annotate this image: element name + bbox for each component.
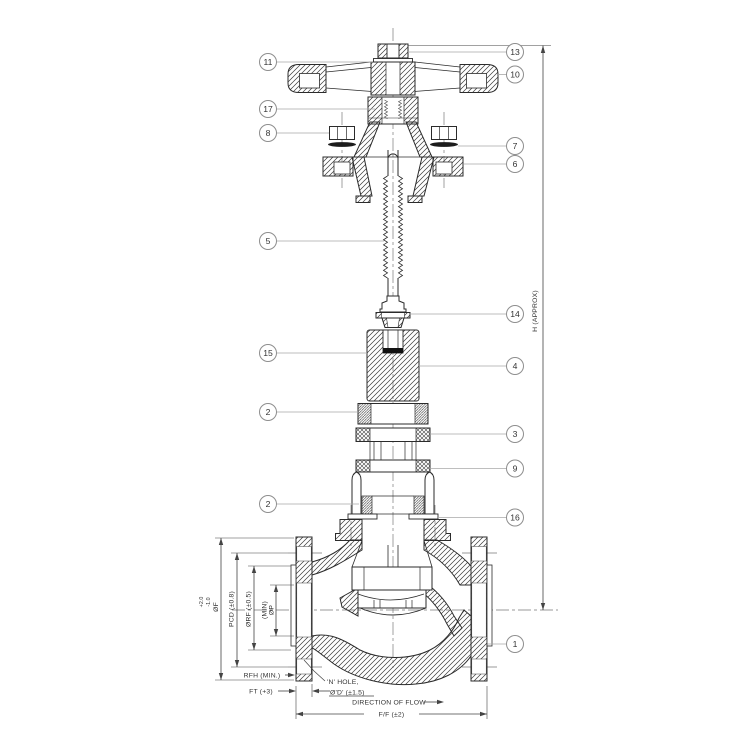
yoke-washer-left <box>328 142 356 147</box>
svg-text:7: 7 <box>513 141 518 151</box>
label-tol-minus: -1.0 <box>206 597 212 606</box>
svg-text:17: 17 <box>263 104 273 114</box>
svg-text:11: 11 <box>264 57 273 67</box>
flow-arrow <box>424 699 444 705</box>
callout-7: 7 <box>458 137 524 155</box>
svg-text:1: 1 <box>513 639 518 649</box>
yoke-nut-left <box>329 126 355 140</box>
label-dia-p: ØP <box>269 605 276 615</box>
yoke-bushing <box>367 96 419 125</box>
dim-dia-f <box>215 537 294 681</box>
label-dia-rf: ØRF (±0.5) <box>246 591 253 627</box>
callout-2-lower: 2 <box>259 495 359 513</box>
yoke-nut-right <box>431 126 457 140</box>
bonnet-block <box>366 329 420 402</box>
svg-text:15: 15 <box>263 348 273 358</box>
svg-text:2: 2 <box>266 499 271 509</box>
callout-8: 8 <box>259 124 329 142</box>
right-flange <box>470 536 493 682</box>
callout-9: 9 <box>430 459 524 478</box>
svg-text:9: 9 <box>513 464 518 474</box>
svg-text:2: 2 <box>266 407 271 417</box>
handwheel-spokes <box>325 61 461 92</box>
callout-1: 1 <box>487 635 524 653</box>
svg-text:6: 6 <box>513 159 518 169</box>
svg-text:8: 8 <box>266 128 271 138</box>
disc-and-seat <box>351 545 433 616</box>
lantern-ring <box>355 427 431 473</box>
label-h-approx: H (APPROX) <box>532 290 539 332</box>
svg-text:14: 14 <box>510 309 520 319</box>
callout-6: 6 <box>464 155 524 173</box>
dim-ff <box>295 686 488 719</box>
bonnet-gasket <box>347 513 378 520</box>
backseat-seal <box>383 348 403 353</box>
stem <box>379 150 407 313</box>
yoke <box>322 121 464 203</box>
gland-follower <box>375 312 411 328</box>
packing-upper <box>357 403 429 425</box>
label-d-hole: Ø'D' (±1.5) <box>330 690 365 697</box>
svg-text:5: 5 <box>266 236 271 246</box>
dim-ft <box>278 684 330 697</box>
callout-16: 16 <box>438 508 524 527</box>
svg-text:16: 16 <box>510 513 520 523</box>
handwheel <box>287 61 499 96</box>
callout-11: 11 <box>259 53 373 71</box>
callout-5: 5 <box>259 232 384 250</box>
dimension-labels: H (APPROX) +2.0 -1.0 ØF PCD (±0.8) ØRF (… <box>199 290 539 718</box>
callout-14: 14 <box>410 305 524 323</box>
callout-13: 13 <box>408 43 524 61</box>
valve-body <box>290 519 493 686</box>
dim-h-approx <box>408 45 551 610</box>
label-tol-plus: +2.0 <box>199 597 205 608</box>
svg-text:4: 4 <box>513 361 518 371</box>
callout-15: 15 <box>259 344 367 362</box>
label-pcd: PCD (±0.8) <box>229 591 236 627</box>
handwheel-nut <box>377 43 409 59</box>
label-ff: F/F (±2) <box>379 712 405 719</box>
label-dia-f: ØF <box>213 602 220 612</box>
label-direction-of-flow: DIRECTION OF FLOW <box>352 700 426 707</box>
label-n-hole: 'N' HOLE, <box>327 679 359 686</box>
label-rfh: RFH (MIN.) <box>244 673 281 680</box>
left-flange <box>290 536 313 682</box>
callout-2-upper: 2 <box>259 403 358 421</box>
callout-10: 10 <box>498 65 524 84</box>
n-hole-leader <box>303 659 374 697</box>
dim-dia-p <box>270 584 294 637</box>
svg-text:3: 3 <box>513 429 518 439</box>
dimensions <box>215 45 551 719</box>
callout-3: 3 <box>430 425 524 443</box>
callout-17: 17 <box>259 100 375 118</box>
bonnet-neck <box>347 471 439 520</box>
lantern-columns <box>369 441 417 460</box>
svg-text:13: 13 <box>510 47 520 57</box>
yoke-washer-right <box>430 142 458 147</box>
label-min: (MIN) <box>262 601 269 619</box>
label-ft: FT (+3) <box>249 689 273 696</box>
callouts: 13 10 7 6 14 4 3 <box>259 43 524 653</box>
dim-dia-rf <box>248 565 291 651</box>
dim-rfh <box>285 672 295 678</box>
svg-text:10: 10 <box>510 70 520 80</box>
dim-pcd <box>231 552 288 668</box>
callout-4: 4 <box>419 357 524 375</box>
